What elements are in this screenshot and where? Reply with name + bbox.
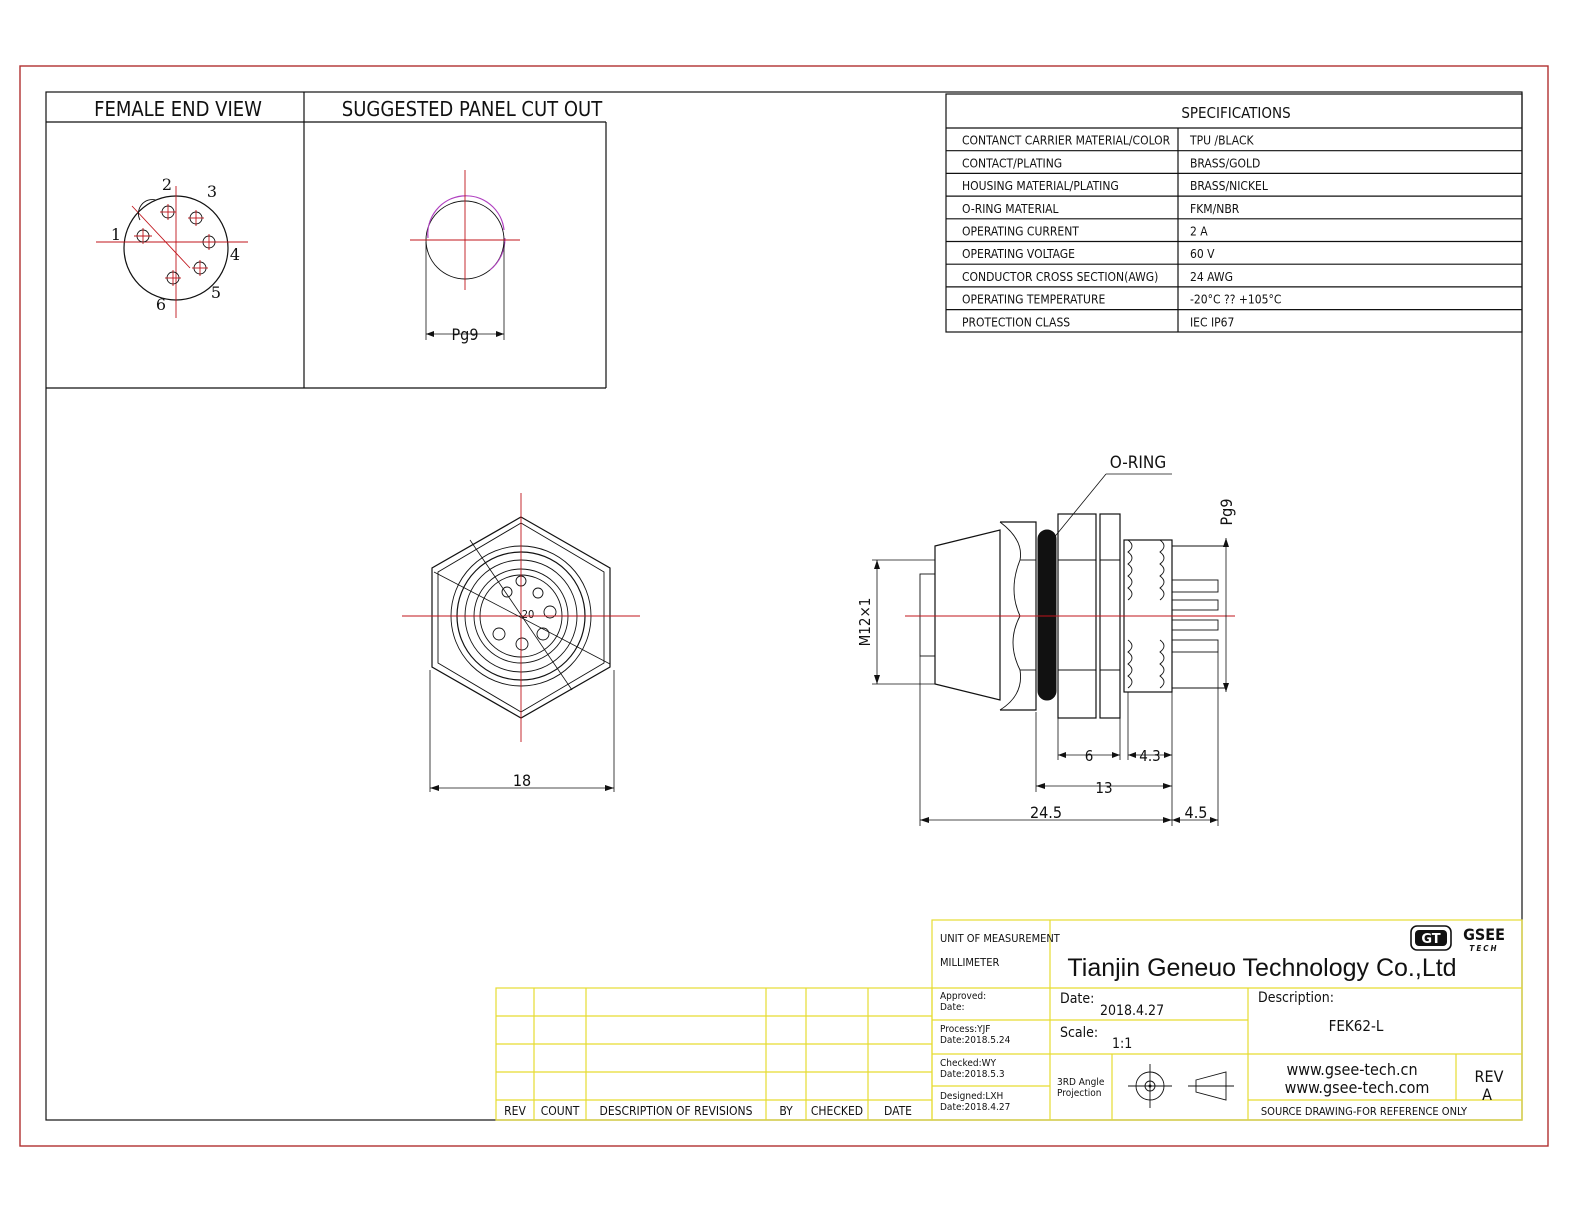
rev-header-description: DESCRIPTION OF REVISIONS — [600, 1104, 753, 1118]
pg9-label: Pg9 — [1217, 499, 1236, 526]
gsee-logo: GT GSEE TECH — [1410, 925, 1505, 953]
description-value: FEK62-L — [1329, 1017, 1384, 1035]
website-1: www.gsee-tech.cn — [1286, 1060, 1417, 1079]
dim-24-5: 24.5 — [1030, 803, 1062, 822]
title-block: UNIT OF MEASUREMENT MILLIMETER Tianjin G… — [931, 919, 1523, 1121]
svg-text:20: 20 — [522, 608, 535, 621]
female-end-view: 1 2 3 4 5 6 — [96, 175, 248, 318]
rev-header-checked: CHECKED — [811, 1104, 863, 1118]
pin-1 — [134, 228, 152, 244]
spec-value-3: FKM/NBR — [1190, 202, 1240, 216]
designed-label: Designed:LXH — [940, 1091, 1003, 1102]
unit-value: MILLIMETER — [940, 956, 999, 969]
view-boxes: FEMALE END VIEW SUGGESTED PANEL CUT OUT — [46, 92, 607, 389]
source-note: SOURCE DRAWING-FOR REFERENCE ONLY — [1261, 1105, 1468, 1118]
rev-header-by: BY — [779, 1104, 793, 1118]
female-end-view-title: FEMALE END VIEW — [94, 97, 262, 121]
spec-value-7: -20°C ?? +105°C — [1190, 293, 1281, 307]
spec-value-4: 2 A — [1190, 225, 1208, 239]
projection-symbol-icon — [1128, 1064, 1234, 1108]
specifications-table: SPECIFICATIONS CONTANCT CARRIER MATERIAL… — [945, 93, 1523, 333]
side-view: O-RING Pg9 M12×1 6 4.3 13 24.5 — [856, 453, 1236, 826]
spec-value-1: BRASS/GOLD — [1190, 156, 1260, 170]
checked-date: Date:2018.5.3 — [940, 1069, 1005, 1080]
revision-table: REV COUNT DESCRIPTION OF REVISIONS BY CH… — [495, 987, 933, 1121]
dim-4-5: 4.5 — [1185, 803, 1208, 822]
company-name: Tianjin Geneuo Technology Co.,Ltd — [1067, 954, 1456, 982]
projection-line2: Projection — [1057, 1088, 1101, 1099]
pin-label-2: 2 — [162, 175, 172, 194]
scale-value: 1:1 — [1112, 1036, 1132, 1052]
spec-value-8: IEC IP67 — [1190, 315, 1234, 329]
pin-label-3: 3 — [207, 182, 217, 201]
spec-value-6: 24 AWG — [1190, 270, 1233, 284]
checked-label: Checked:WY — [940, 1058, 997, 1069]
website-2: www.gsee-tech.com — [1285, 1078, 1430, 1097]
pin-2 — [160, 204, 176, 220]
projection-line1: 3RD Angle — [1057, 1077, 1105, 1088]
rev-header-date: DATE — [884, 1104, 912, 1118]
pin-3 — [188, 210, 204, 226]
spec-value-2: BRASS/NICKEL — [1190, 179, 1268, 193]
description-label: Description: — [1258, 990, 1334, 1006]
spec-label-2: HOUSING MATERIAL/PLATING — [962, 179, 1119, 193]
pin-5 — [192, 260, 208, 276]
spec-label-8: PROTECTION CLASS — [962, 315, 1070, 329]
front-view: 20 18 — [402, 493, 640, 792]
rev-value: A — [1482, 1085, 1492, 1104]
approved-date: Date: — [940, 1002, 965, 1013]
logo-tech: TECH — [1469, 944, 1498, 953]
pin-label-6: 6 — [156, 295, 166, 314]
outer-frame — [19, 65, 1549, 1147]
date-value: 2018.4.27 — [1100, 1003, 1164, 1019]
dim-6: 6 — [1085, 747, 1094, 765]
oring-label: O-RING — [1110, 453, 1166, 473]
thread-label: M12×1 — [856, 598, 874, 647]
rev-header-rev: REV — [504, 1104, 526, 1118]
o-ring — [1037, 529, 1057, 701]
rev-header-count: COUNT — [541, 1104, 580, 1118]
spec-label-5: OPERATING VOLTAGE — [962, 247, 1075, 261]
pin-label-1: 1 — [111, 225, 121, 244]
specifications-title: SPECIFICATIONS — [1181, 104, 1290, 122]
logo-gsee: GSEE — [1463, 925, 1505, 944]
scale-label: Scale: — [1060, 1025, 1098, 1041]
spec-label-7: OPERATING TEMPERATURE — [962, 293, 1105, 307]
dim-4-3: 4.3 — [1139, 747, 1160, 765]
logo-gt: GT — [1421, 932, 1440, 947]
process-date: Date:2018.5.24 — [940, 1035, 1011, 1046]
pin-label-5: 5 — [211, 283, 221, 302]
approved-label: Approved: — [940, 991, 986, 1002]
spec-value-5: 60 V — [1190, 247, 1215, 261]
cutout-arc — [427, 195, 505, 239]
spec-label-0: CONTANCT CARRIER MATERIAL/COLOR — [962, 134, 1171, 148]
pin-6 — [165, 270, 181, 286]
designed-date: Date:2018.4.27 — [940, 1102, 1010, 1113]
front-width-label: 18 — [513, 771, 531, 790]
spec-value-0: TPU /BLACK — [1189, 134, 1254, 148]
panel-cut-out: Pg9 — [410, 170, 520, 344]
panel-dim-label: Pg9 — [452, 325, 479, 344]
spec-label-3: O-RING MATERIAL — [962, 202, 1059, 216]
rev-label: REV — [1475, 1067, 1504, 1086]
spec-label-6: CONDUCTOR CROSS SECTION(AWG) — [962, 270, 1158, 284]
process-label: Process:YJF — [940, 1024, 990, 1035]
spec-label-1: CONTACT/PLATING — [962, 156, 1062, 170]
date-label: Date: — [1060, 991, 1094, 1007]
dim-13: 13 — [1095, 779, 1112, 797]
spec-label-4: OPERATING CURRENT — [962, 225, 1079, 239]
panel-cut-out-title: SUGGESTED PANEL CUT OUT — [342, 97, 603, 121]
pin-label-4: 4 — [230, 245, 240, 264]
pin-4 — [201, 234, 217, 250]
unit-label: UNIT OF MEASUREMENT — [940, 932, 1061, 945]
